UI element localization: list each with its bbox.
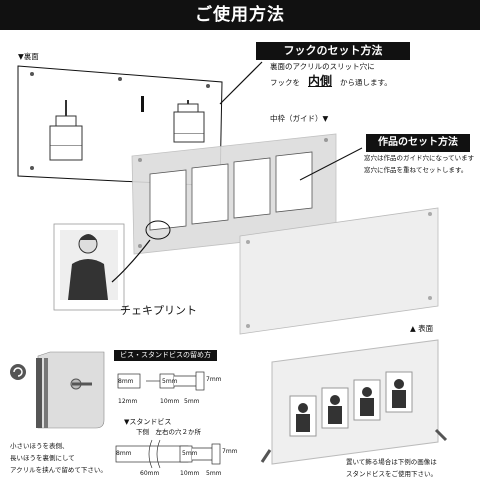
caption-right-2: スタンドビスをご使用下さい。: [346, 470, 437, 478]
dim-bottom-2: 5mm: [182, 450, 198, 457]
hook-right: [173, 100, 205, 143]
hook-line-2-suffix: から通します。: [340, 78, 392, 87]
page-title: ご使用方法: [0, 0, 480, 30]
caption-left-3: アクリルを挟んで留めて下さい。: [10, 466, 107, 474]
work-line-1: 窓穴は作品のガイド穴になっています: [364, 154, 475, 162]
cheki-print: [53, 223, 125, 311]
dim-bottom-4: 60mm: [140, 470, 160, 477]
screw-section-heading: ビス・スタンドビスの留め方: [114, 350, 217, 361]
front-panel: [239, 207, 439, 335]
dim-top-5: 10mm: [160, 398, 180, 405]
window-2: [191, 163, 229, 225]
acrylic-sample: [36, 351, 105, 429]
dim-top-1: 8mm: [118, 378, 134, 385]
slit: [141, 96, 144, 112]
rotate-icon: [10, 364, 26, 380]
dim-top-6: 5mm: [184, 398, 200, 405]
cheki-label: チェキプリント: [120, 304, 197, 317]
dim-top-3: 7mm: [206, 376, 222, 383]
hook-section-heading: フックのセット方法: [256, 42, 410, 60]
work-line-2: 窓穴に作品を重ねてセットします。: [364, 166, 468, 174]
stand-screw-title: ▼スタンドビス: [124, 418, 172, 426]
dim-top-4: 12mm: [118, 398, 138, 405]
dim-top-2: 5mm: [162, 378, 178, 385]
hook-line-1: 裏面のアクリルのスリット穴に: [270, 62, 375, 71]
dim-bottom-1: 8mm: [116, 450, 132, 457]
window-1: [149, 169, 187, 231]
middle-frame-label: 中枠（ガイド）▼: [270, 114, 329, 123]
dim-bottom-5: 10mm: [180, 470, 200, 477]
dim-bottom-3: 7mm: [222, 448, 238, 455]
screw-diagram-top: [117, 371, 205, 391]
caption-right-1: 置いて飾る場合は下例の画像は: [346, 458, 437, 466]
window-3: [233, 157, 271, 219]
work-section-heading: 作品のセット方法: [366, 134, 470, 152]
screw-diagram-bottom: [115, 439, 221, 469]
hook-line-2-prefix: フックを: [270, 78, 300, 87]
back-side-label: ▼裏面: [18, 52, 39, 61]
hook-keyword: 内側: [308, 74, 333, 88]
caption-left-1: 小さいほうを表側、: [10, 442, 69, 450]
hook-left: [49, 100, 83, 161]
stand-photo: [260, 339, 448, 465]
stand-screw-subtitle: 下側 左右の穴２か所: [136, 428, 201, 436]
caption-left-2: 長いほうを裏側にして: [10, 454, 75, 462]
front-side-label: ▲ 表面: [410, 324, 434, 333]
window-4: [275, 151, 313, 213]
hook-line-2: フックを内側から通します。: [270, 74, 392, 88]
dim-bottom-6: 5mm: [206, 470, 222, 477]
